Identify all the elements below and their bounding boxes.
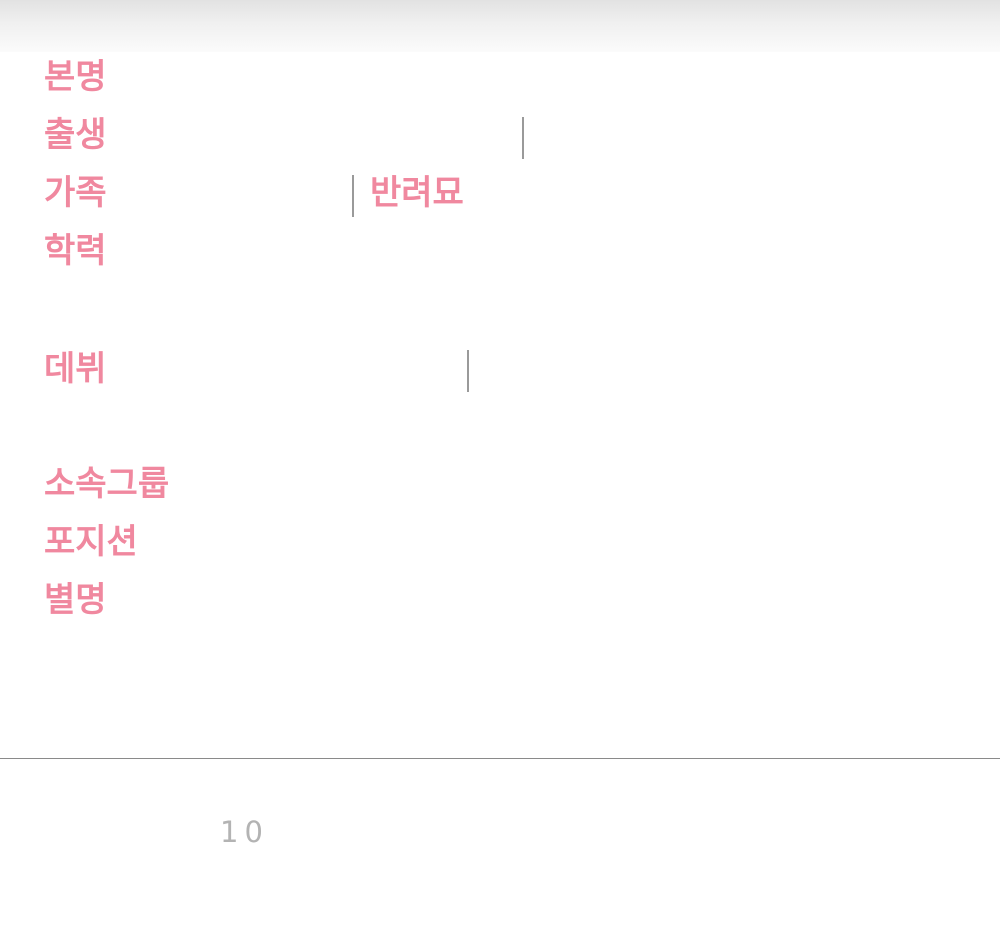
vertical-separator [352,175,354,217]
label-real-name: 본명 [44,57,107,97]
family-pet-label: 반려묘 [370,173,464,213]
label-debut: 데뷔 [44,349,107,389]
page-number: 10 [220,815,269,849]
label-education: 학력 [44,231,107,271]
label-nickname: 별명 [44,580,107,620]
label-birth: 출생 [44,115,107,155]
vertical-separator [522,117,524,159]
label-family: 가족 [44,173,107,213]
label-group: 소속그룹 [44,464,170,504]
divider-line [0,758,1000,759]
label-position: 포지션 [44,522,138,562]
top-bar [0,0,1000,52]
vertical-separator [467,350,469,392]
